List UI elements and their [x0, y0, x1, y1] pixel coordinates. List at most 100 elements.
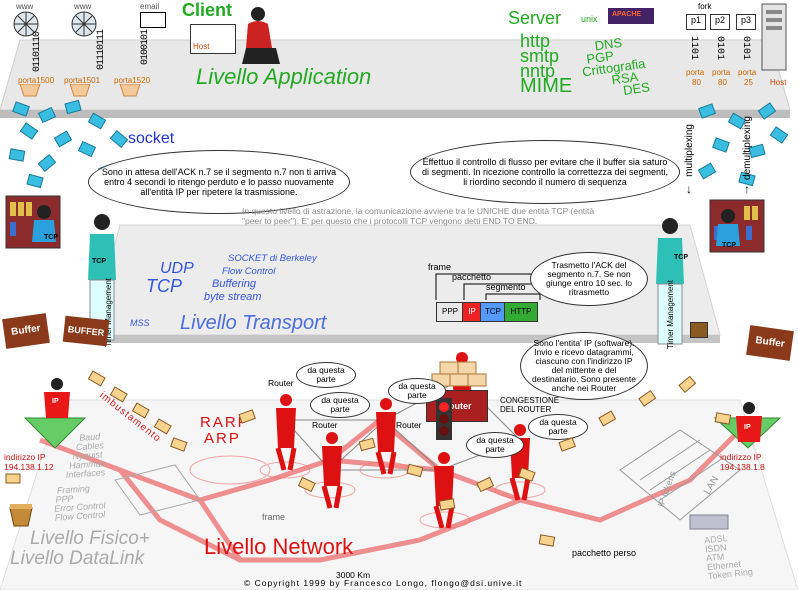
bits-column-1: 01101110: [32, 32, 43, 73]
client-person-icon: [242, 7, 280, 64]
distance-label: 3000 Km: [336, 570, 371, 580]
ip-text: IP: [468, 307, 476, 316]
process-p2: p2: [710, 14, 730, 30]
direction-text: da questa parte: [321, 395, 359, 414]
pacchetto-label: pacchetto: [452, 272, 492, 282]
client-title: Client: [182, 0, 233, 20]
rport-80b: 80: [718, 78, 727, 87]
rbits-3: 0101: [740, 36, 751, 61]
router-box-text: Router: [442, 401, 472, 411]
tcp-badge-left: TCP: [92, 258, 106, 265]
bubble-direction-1: da questa parte: [296, 362, 356, 388]
bits-column-2: 01110111: [96, 30, 107, 71]
bubble-flow-control: Effettuo il controllo di flusso per evit…: [410, 140, 680, 204]
rport-1: porta: [686, 68, 705, 77]
port-1520: porta1520: [114, 76, 151, 85]
ip-address-left-label: indirizzo IP: [4, 452, 46, 462]
tcp-bookcase-left: [5, 195, 61, 249]
bubble-ack-send: Trasmetto l'ACK del segmento n.7. Se non…: [530, 252, 648, 306]
multiplexing-label: multiplexing: [684, 124, 695, 177]
frame-tcp: TCP: [480, 302, 506, 322]
rport-25: 25: [744, 78, 753, 87]
app-protocols-list-2: DNS PGP Crittografia RSA DES: [578, 34, 651, 102]
rport-2: porta: [712, 68, 731, 77]
arp-label: ARP: [204, 430, 241, 447]
process-p1: p1: [686, 14, 706, 30]
fork-label: fork: [698, 2, 712, 11]
falling-packets-right: [697, 102, 789, 187]
rarp-label: RARP: [200, 414, 250, 431]
frame-ppp: PPP: [436, 302, 464, 322]
socket-label: socket: [128, 130, 175, 147]
ip-entity-right: [736, 402, 762, 442]
bubble-direction-4: da questa parte: [466, 432, 524, 458]
bubble-ack-send-text: Trasmetto l'ACK del segmento n.7. Se non…: [545, 260, 632, 297]
host-right-label: Host: [770, 78, 787, 87]
physical-title-1: Livello Fisico+: [30, 528, 150, 549]
tcp-transport-label: TCP: [146, 276, 182, 296]
apache-logo: APACHE: [608, 8, 654, 24]
protocol-mime: MIME: [520, 75, 573, 97]
www-icon-2: www: [68, 2, 100, 37]
pacchetto-perso-label: pacchetto perso: [572, 548, 637, 558]
http-text: HTTP: [510, 307, 532, 316]
port-pillars-left: [19, 84, 141, 97]
ip-address-right-label: indirizzo IP: [720, 452, 762, 462]
buffering-label: Buffering: [212, 278, 257, 290]
protocol-http: http: [520, 31, 551, 51]
transport-title: Livello Transport: [180, 312, 327, 334]
tcp-bookcase-right: [709, 199, 765, 253]
router-label-1: Router: [268, 378, 294, 388]
bubble-direction-2: da questa parte: [310, 392, 370, 418]
byte-stream-label: byte stream: [204, 291, 262, 303]
ppp-text: PPP: [441, 307, 458, 316]
timer-management-right: Timer Management: [666, 280, 675, 350]
bubble-ip-entity: Sono l'entita' IP (software). Invio e ri…: [520, 332, 648, 400]
frame-ip: IP: [462, 302, 482, 322]
ip-label-left: IP: [52, 398, 59, 405]
frame-label: frame: [428, 262, 452, 272]
flow-control-label: Flow Control: [222, 266, 276, 277]
p2-label: p2: [714, 15, 725, 25]
bubble-direction-3: da questa parte: [388, 378, 446, 404]
tcp-label-right: TCP: [722, 242, 736, 249]
demultiplexing-label: demultiplexing: [742, 116, 753, 180]
bubble-ack-wait-text: Sono in attesa dell'ACK n.7 se il segmen…: [101, 167, 337, 197]
arrow-down-left: ↓: [686, 182, 692, 196]
bubble-ip-entity-text: Sono l'entita' IP (software). Invio e ri…: [532, 338, 636, 393]
direction-text: da questa parte: [307, 365, 345, 384]
bubble-direction-5: da questa parte: [528, 414, 588, 440]
bits-column-3: 0100101: [140, 30, 151, 66]
app-protocols-list: http smtp nntp MIME: [520, 31, 573, 97]
application-title: Livello Application: [196, 64, 372, 89]
buffer-left-text: Buffer: [10, 323, 42, 339]
protocol-nntp: nntp: [520, 61, 556, 81]
www-label: www: [74, 2, 92, 11]
envelopes-scattered: [5, 370, 732, 547]
rport-80a: 80: [692, 78, 701, 87]
ip-label-right: IP: [744, 424, 751, 431]
mss-label: MSS: [130, 318, 150, 328]
router-label-2: Router: [312, 420, 338, 430]
bubble-ack-wait: Sono in attesa dell'ACK n.7 se il segmen…: [88, 150, 350, 214]
tcp-badge-right: TCP: [674, 254, 688, 261]
port-1501: porta1501: [64, 76, 101, 85]
frame-network-label: frame: [262, 512, 286, 522]
email-label: email: [140, 2, 160, 11]
frame-http: HTTP: [504, 302, 538, 322]
router-label-3: Router: [396, 420, 422, 430]
server-tower-icon: [761, 3, 787, 71]
bubble-flow-control-text: Effettuo il controllo di flusso per evit…: [421, 157, 669, 187]
rport-3: porta: [738, 68, 757, 77]
router-person-2: [321, 432, 343, 509]
network-title: Livello Network: [204, 534, 354, 559]
frame-brackets: [435, 273, 541, 300]
tcp-box-text: TCP: [485, 307, 501, 316]
apache-label: APACHE: [612, 11, 642, 18]
ip-address-left: 194.138.1.12: [4, 462, 54, 472]
unix-label: unix: [581, 14, 598, 24]
transport-labels: SOCKET di Berkeley Flow Control Bufferin…: [190, 252, 317, 304]
protocol-smtp: smtp: [520, 46, 560, 66]
router-person-1: [275, 394, 297, 471]
